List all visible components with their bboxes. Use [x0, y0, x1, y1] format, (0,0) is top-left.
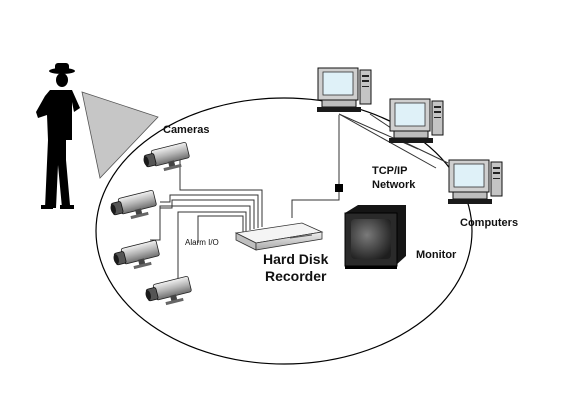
- desktop-computer-icon: [316, 67, 372, 113]
- alarm-io-label: Alarm I/O: [185, 238, 219, 247]
- cameras-label: Cameras: [163, 124, 209, 136]
- recorder-label-line1: Hard Disk: [263, 251, 329, 267]
- hard-disk-recorder-icon: [234, 222, 324, 251]
- recorder-label-line2: Recorder: [265, 268, 327, 284]
- network-cabling: [291, 113, 449, 218]
- monitor-label: Monitor: [416, 249, 457, 261]
- desktop-computer-icon: [447, 159, 503, 205]
- camera-field-of-view: [81, 91, 159, 179]
- network-label-line2: Network: [372, 179, 416, 191]
- computers-label: Computers: [460, 217, 518, 229]
- crt-monitor-icon: [344, 205, 406, 269]
- desktop-computer-icon: [388, 98, 444, 144]
- camera-cabling: [150, 160, 263, 282]
- person-icon: [36, 63, 80, 209]
- network-label-line1: TCP/IP: [372, 165, 407, 177]
- network-hub: [335, 184, 343, 192]
